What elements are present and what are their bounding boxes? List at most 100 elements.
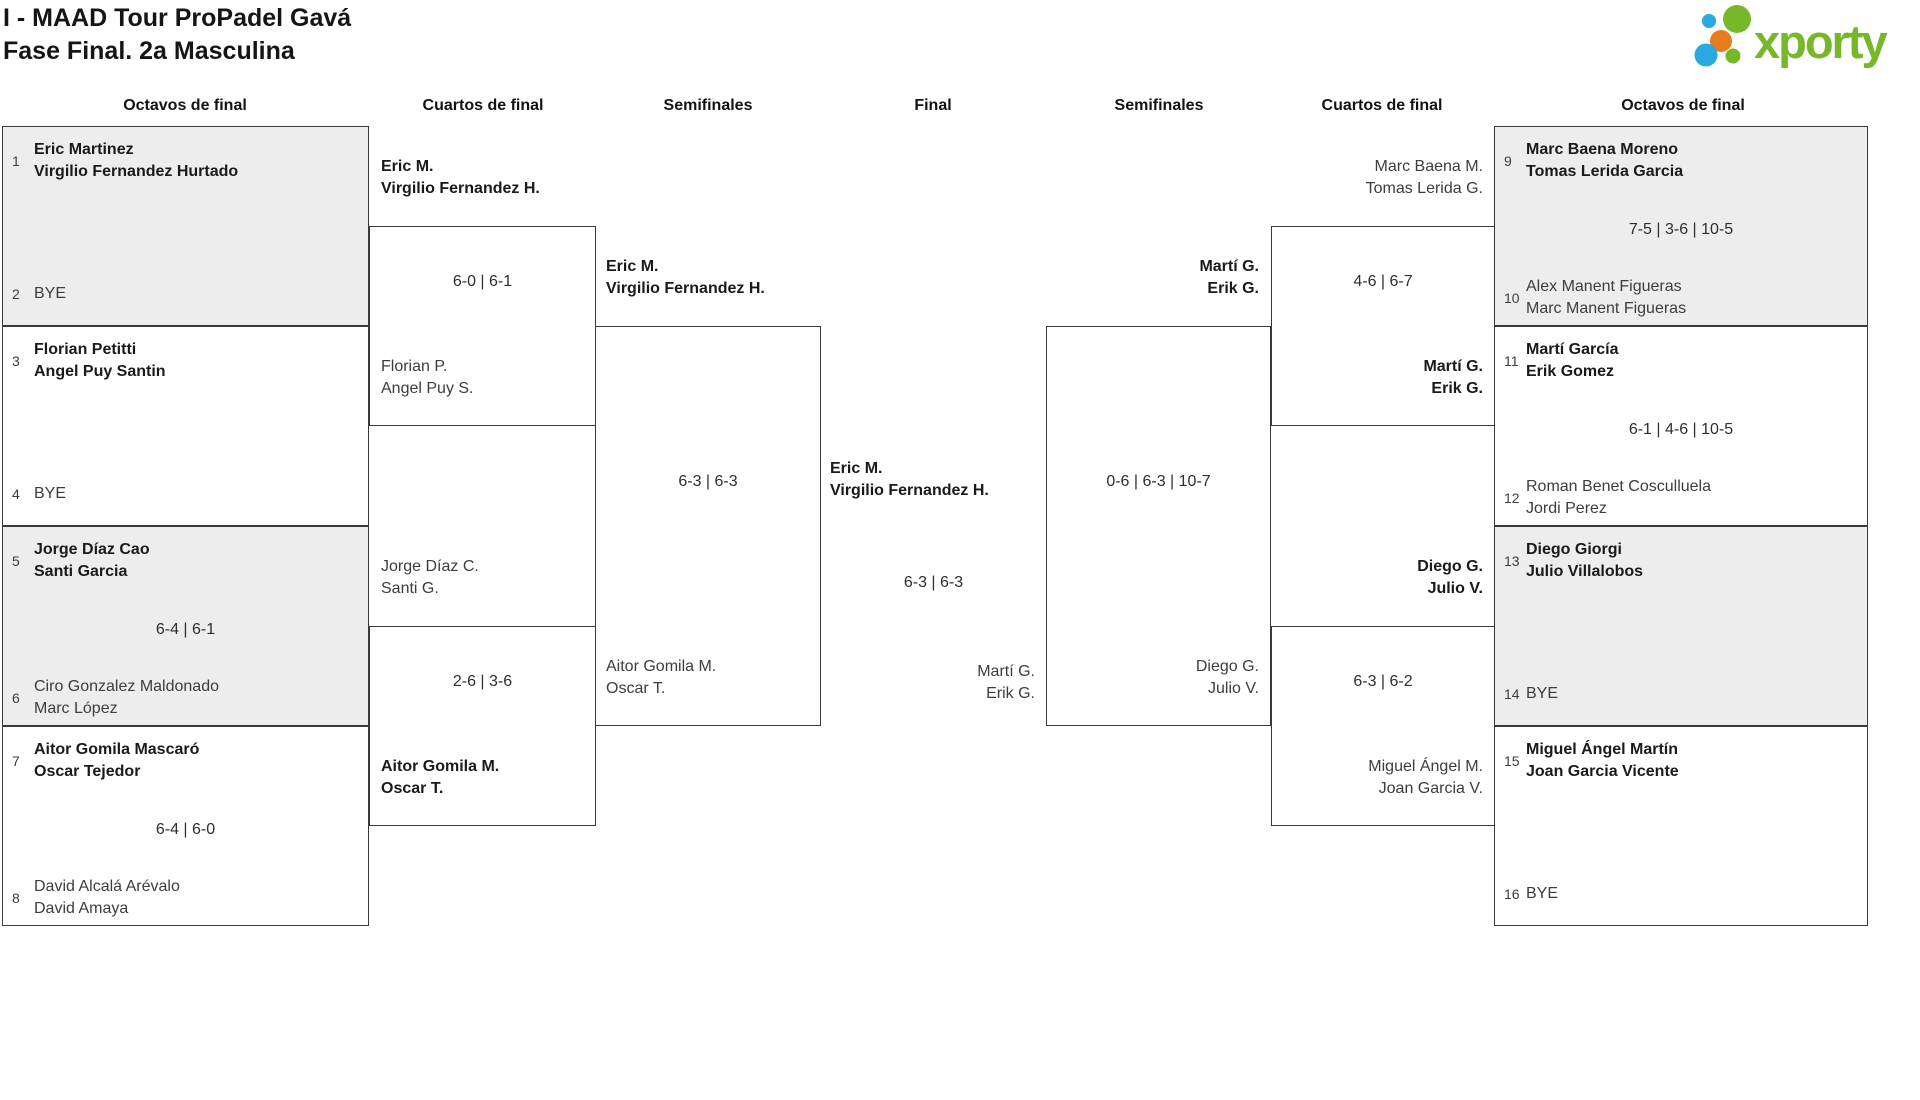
seed-number: 16 — [1504, 886, 1520, 902]
team-name-line: Oscar T. — [606, 680, 666, 697]
bye-entry: 2 BYE — [3, 283, 66, 305]
bye-entry: 14 BYE — [1495, 683, 1558, 705]
team-name-line: Julio V. — [1208, 680, 1259, 697]
round-header-semis-left: Semifinales — [663, 97, 753, 114]
match-score: 6-3 | 6-3 — [903, 574, 964, 591]
team-names: Marc Baena M. Tomas Lerida G. — [1271, 156, 1483, 200]
round-header-cuartos-right: Cuartos de final — [1321, 97, 1443, 114]
seed-number: 6 — [12, 690, 20, 706]
seed-number: 11 — [1504, 353, 1519, 369]
match-score: 4-6 | 6-7 — [1353, 273, 1413, 290]
team-names: Aitor Gomila M. Oscar T. — [606, 656, 716, 700]
match-score: 6-1 | 4-6 | 10-5 — [1628, 421, 1734, 438]
seed-number: 9 — [1504, 153, 1512, 169]
team-name-line: David Alcalá Arévalo — [34, 878, 180, 895]
team-entry: 9 Marc Baena Moreno Tomas Lerida Garcia — [1495, 139, 1683, 183]
team-name-line: Aitor Gomila Mascaró — [34, 741, 200, 758]
team-name-line: Angel Puy Santin — [34, 363, 166, 380]
team-name-line: Virgilio Fernandez H. — [381, 180, 540, 197]
team-entry: 12 Roman Benet Cosculluela Jordi Perez — [1495, 476, 1711, 520]
seed-number: 4 — [12, 486, 20, 502]
team-entry: 13 Diego Giorgi Julio Villalobos — [1495, 539, 1643, 583]
team-name-line: Virgilio Fernandez H. — [606, 280, 765, 297]
team-name-line: Julio V. — [1427, 580, 1483, 597]
match-score: 6-4 | 6-0 — [155, 821, 216, 838]
team-names: Miguel Ángel Martín Joan Garcia Vicente — [1526, 739, 1679, 783]
seed-number: 8 — [12, 890, 20, 906]
team-name-line: Marc Manent Figueras — [1526, 300, 1687, 317]
team-name-line: Joan Garcia V. — [1378, 780, 1483, 797]
team-name-line: Joan Garcia Vicente — [1526, 763, 1679, 780]
team-entry: 1 Eric Martinez Virgilio Fernandez Hurta… — [3, 139, 238, 183]
team-entry: 7 Aitor Gomila Mascaró Oscar Tejedor — [3, 739, 199, 783]
team-name-line: Alex Manent Figueras — [1526, 278, 1682, 295]
team-names: Diego G. Julio V. — [1271, 556, 1483, 600]
team-name-line: Aitor Gomila M. — [606, 658, 717, 675]
team-name-line: Oscar Tejedor — [34, 763, 141, 780]
match-box-r16-1: 9 Marc Baena Moreno Tomas Lerida Garcia … — [1494, 126, 1868, 326]
team-names: Eric Martinez Virgilio Fernandez Hurtado — [34, 139, 238, 183]
round-header-final: Final — [914, 97, 952, 114]
match-box-rqf-2 — [1271, 626, 1495, 826]
team-name-line: Santi G. — [381, 580, 439, 597]
team-names: Eric M. Virgilio Fernandez H. — [381, 156, 540, 200]
team-entry: 6 Ciro Gonzalez Maldonado Marc López — [3, 676, 219, 720]
team-names: Martí García Erik Gomez — [1526, 339, 1618, 383]
team-name-line: Roman Benet Cosculluela — [1526, 478, 1711, 495]
tournament-title-line2: Fase Final. 2a Masculina — [3, 37, 295, 65]
team-name-line: Jordi Perez — [1526, 500, 1607, 517]
match-score: 6-3 | 6-2 — [1353, 673, 1413, 690]
team-names: BYE — [1526, 885, 1559, 902]
team-names: Florian P. Angel Puy S. — [381, 356, 474, 400]
bye-entry: 16 BYE — [1495, 883, 1558, 905]
team-name-line: Florian P. — [381, 358, 448, 375]
team-names: Martí G. Erik G. — [820, 661, 1035, 705]
match-box-lsf — [595, 326, 821, 726]
round-header-cuartos-left: Cuartos de final — [422, 97, 544, 114]
team-entry: 3 Florian Petitti Angel Puy Santin — [3, 339, 166, 383]
team-entry: 15 Miguel Ángel Martín Joan Garcia Vicen… — [1495, 739, 1679, 783]
team-name-line: Martí García — [1526, 341, 1619, 358]
team-names: Florian Petitti Angel Puy Santin — [34, 339, 166, 383]
team-names: Aitor Gomila Mascaró Oscar Tejedor — [34, 739, 199, 783]
team-entry: 10 Alex Manent Figueras Marc Manent Figu… — [1495, 276, 1686, 320]
team-name-line: Martí G. — [1423, 358, 1483, 375]
match-score: 6-4 | 6-1 — [155, 621, 216, 638]
team-name-line: Eric M. — [381, 158, 434, 175]
team-name-line: Erik G. — [1207, 280, 1259, 297]
team-names: Miguel Ángel M. Joan Garcia V. — [1271, 756, 1483, 800]
team-names: Alex Manent Figueras Marc Manent Figuera… — [1526, 276, 1686, 320]
round-header-semis-right: Semifinales — [1114, 97, 1204, 114]
seed-number: 15 — [1504, 753, 1520, 769]
team-name-line: Angel Puy S. — [381, 380, 474, 397]
team-name-line: Miguel Ángel M. — [1368, 758, 1483, 775]
team-name-line: Florian Petitti — [34, 341, 137, 358]
team-name-line: Diego Giorgi — [1526, 541, 1622, 558]
team-names: Eric M. Virgilio Fernandez H. — [830, 458, 989, 502]
team-names: BYE — [1526, 685, 1559, 702]
team-name-line: Virgilio Fernandez Hurtado — [34, 163, 239, 180]
team-name-line: Erik G. — [1431, 380, 1483, 397]
team-names: Martí G. Erik G. — [1046, 256, 1259, 300]
team-name-line: David Amaya — [34, 900, 129, 917]
match-box-l16-1: 1 Eric Martinez Virgilio Fernandez Hurta… — [2, 126, 369, 326]
match-box-r16-2: 11 Martí García Erik Gomez 6-1 | 4-6 | 1… — [1494, 326, 1868, 526]
logo-wordmark: xporty — [1754, 15, 1888, 68]
match-box-r16-3: 13 Diego Giorgi Julio Villalobos 14 BYE — [1494, 526, 1868, 726]
match-score: 2-6 | 3-6 — [452, 673, 513, 690]
tournament-title-line1: I - MAAD Tour ProPadel Gavá — [3, 4, 352, 32]
team-names: Roman Benet Cosculluela Jordi Perez — [1526, 476, 1711, 520]
team-names: BYE — [34, 485, 67, 502]
team-names: Jorge Díaz C. Santi G. — [381, 556, 479, 600]
team-name-line: Ciro Gonzalez Maldonado — [34, 678, 219, 695]
match-box-rqf-1 — [1271, 226, 1495, 426]
team-name-line: Tomas Lerida Garcia — [1526, 163, 1684, 180]
match-box-rsf — [1046, 326, 1271, 726]
team-names: Eric M. Virgilio Fernandez H. — [606, 256, 765, 300]
team-names: Marc Baena Moreno Tomas Lerida Garcia — [1526, 139, 1683, 183]
team-names: Diego G. Julio V. — [1046, 656, 1259, 700]
team-names: Diego Giorgi Julio Villalobos — [1526, 539, 1643, 583]
match-score: 7-5 | 3-6 | 10-5 — [1628, 221, 1734, 238]
match-score: 0-6 | 6-3 | 10-7 — [1106, 473, 1211, 490]
team-entry: 11 Martí García Erik Gomez — [1495, 339, 1618, 383]
